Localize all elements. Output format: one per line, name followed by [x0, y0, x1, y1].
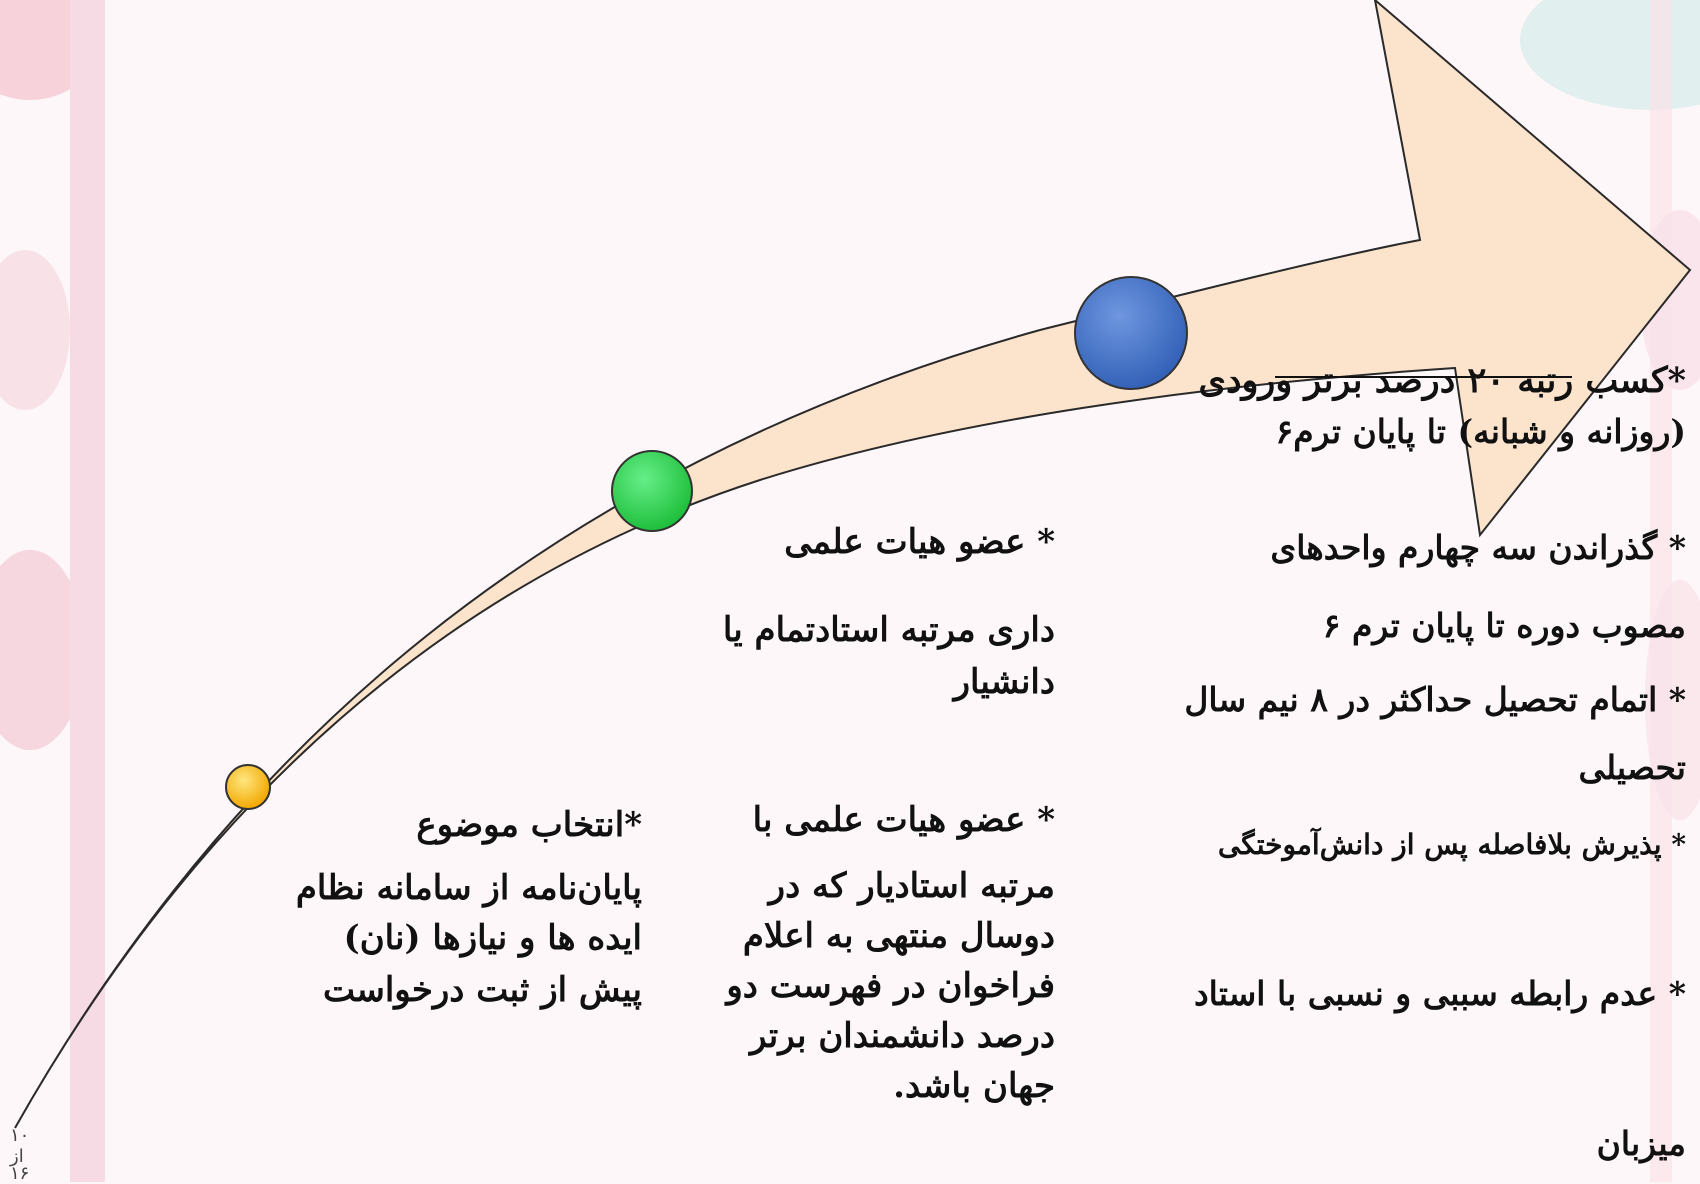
stage2-line-9: جهان باشد. — [893, 1066, 1055, 1106]
stage2-line-6: دوسال منتهی به اعلام — [742, 916, 1055, 956]
stage3-line-6: تحصیلی — [1578, 748, 1687, 787]
stage3-line-8: * عدم رابطه سببی و نسبی با استاد — [1193, 974, 1686, 1013]
left-margin-band — [70, 0, 105, 1182]
stage2-line-3: دانشیار — [953, 662, 1055, 702]
watercolor-blotch — [0, 550, 85, 750]
stage1-line-2: پایان‌نامه از سامانه نظام — [295, 868, 642, 908]
watercolor-blotch — [0, 250, 70, 410]
page-number-current: ۱۰ — [10, 1125, 30, 1146]
stage-dot-2 — [611, 450, 693, 532]
page-number-separator: از — [10, 1146, 24, 1167]
stage3-line-5: * اتمام تحصیل حداکثر در ۸ نیم سال — [1184, 680, 1686, 719]
stage3-line-2: (روزانه و شبانه) تا پایان ترم۶ — [1275, 412, 1686, 451]
stage3-line-4: مصوب دوره تا پایان ترم ۶ — [1322, 606, 1686, 645]
stage2-line-7: فراخوان در فهرست دو — [726, 966, 1055, 1006]
stage2-line-1: * عضو هیات علمی — [784, 522, 1055, 562]
stage2-line-5: مرتبه استادیار که در — [768, 866, 1055, 906]
page-number-total: ۱۶ — [10, 1163, 30, 1184]
stage2-line-8: درصد دانشمندان برتر — [750, 1016, 1055, 1056]
stage1-line-1: *انتخاب موضوع — [416, 805, 642, 845]
stage3-line-1: *کسب رتبه ۲۰ درصد برتر ورودی — [1198, 360, 1686, 401]
stage1-line-4: پیش از ثبت درخواست — [322, 970, 642, 1010]
curved-arrow — [14, 0, 1692, 1129]
stage-dot-1 — [225, 764, 271, 810]
stage-dot-3 — [1074, 276, 1188, 390]
stage3-line-3: * گذراندن سه چهارم واحدهای — [1270, 528, 1686, 567]
stage2-line-2: داری مرتبه استادتمام یا — [722, 610, 1055, 650]
stage3-line-9: میزبان — [1596, 1124, 1686, 1163]
stage2-line-4: * عضو هیات علمی با — [752, 800, 1055, 840]
stage1-line-3: ایده ها و نیازها (نان) — [343, 918, 642, 958]
stage3-line-7: * پذیرش بلافاصله پس از دانش‌آموختگی — [1217, 828, 1686, 861]
